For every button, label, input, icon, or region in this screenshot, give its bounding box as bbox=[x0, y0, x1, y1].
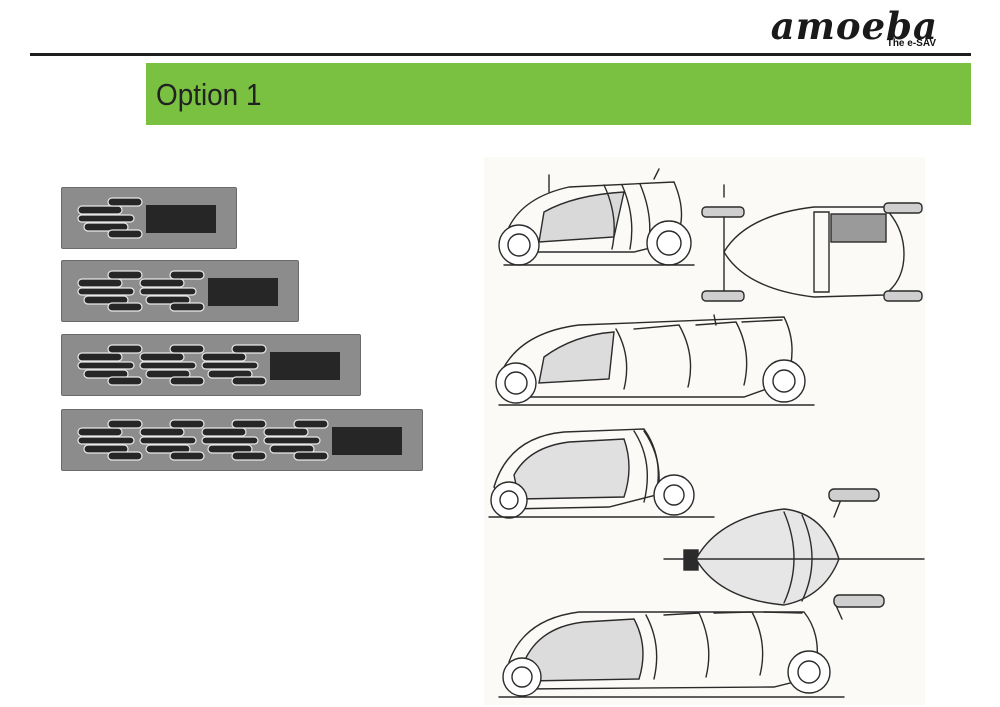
module-chain-icon bbox=[77, 419, 402, 461]
module-chain-icon bbox=[77, 197, 216, 239]
module-option-2 bbox=[61, 260, 299, 322]
title-banner: Option 1 bbox=[146, 63, 971, 125]
logo-tagline: The e-SAV bbox=[886, 38, 936, 49]
brand-logo: amoeba The e-SAV bbox=[723, 8, 938, 52]
concept-sketch bbox=[484, 157, 925, 705]
module-option-3 bbox=[61, 334, 361, 396]
page-title: Option 1 bbox=[156, 77, 262, 112]
module-chain-icon bbox=[77, 344, 340, 386]
module-chain-icon bbox=[77, 270, 278, 312]
header-divider bbox=[30, 53, 971, 56]
module-option-4 bbox=[61, 409, 423, 471]
vehicle-concept-sketch-icon bbox=[488, 168, 925, 698]
logo-wordmark: amoeba bbox=[770, 4, 938, 48]
module-option-1 bbox=[61, 187, 237, 249]
